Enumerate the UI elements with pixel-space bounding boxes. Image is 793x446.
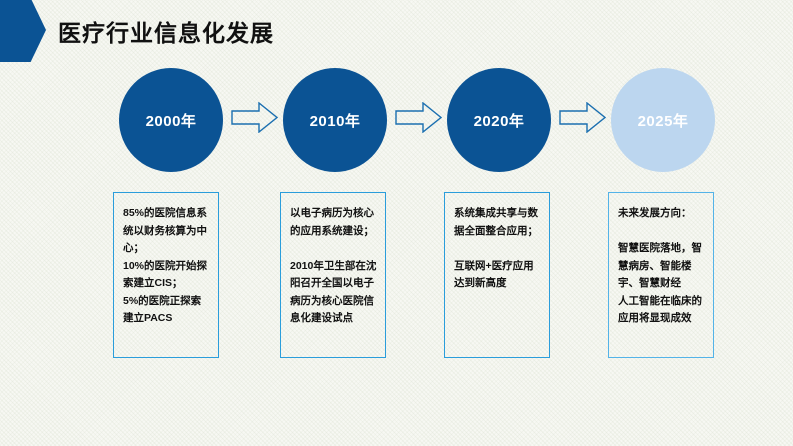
timeline-node-2000[interactable]: 2000年 [119,68,223,172]
timeline-node-label: 2010年 [309,112,361,130]
timeline-node-2020[interactable]: 2020年 [447,68,551,172]
timeline-node-2025[interactable]: 2025年 [611,68,715,172]
arrow-right-icon [395,102,442,133]
arrow-right-icon [231,102,278,133]
milestone-detail-box-2010: 以电子病历为核心的应用系统建设； 2010年卫生部在沈阳召开全国以电子病历为核心… [280,192,386,358]
timeline-node-label: 2020年 [473,112,525,130]
milestone-detail-box-2025: 未来发展方向： 智慧医院落地，智慧病房、智能楼宇、智慧财经 人工智能在临床的应用… [608,192,714,358]
timeline-node-label: 2025年 [637,112,689,130]
timeline-node-2010[interactable]: 2010年 [283,68,387,172]
milestone-detail-box-2000: 85%的医院信息系统以财务核算为中心； 10%的医院开始探索建立CIS； 5%的… [113,192,219,358]
timeline-node-label: 2000年 [145,112,197,130]
corner-chevron-decoration [0,0,46,62]
page-title: 医疗行业信息化发展 [58,20,274,46]
arrow-right-icon [559,102,606,133]
milestone-detail-box-2020: 系统集成共享与数据全面整合应用； 互联网+医疗应用达到新高度 [444,192,550,358]
